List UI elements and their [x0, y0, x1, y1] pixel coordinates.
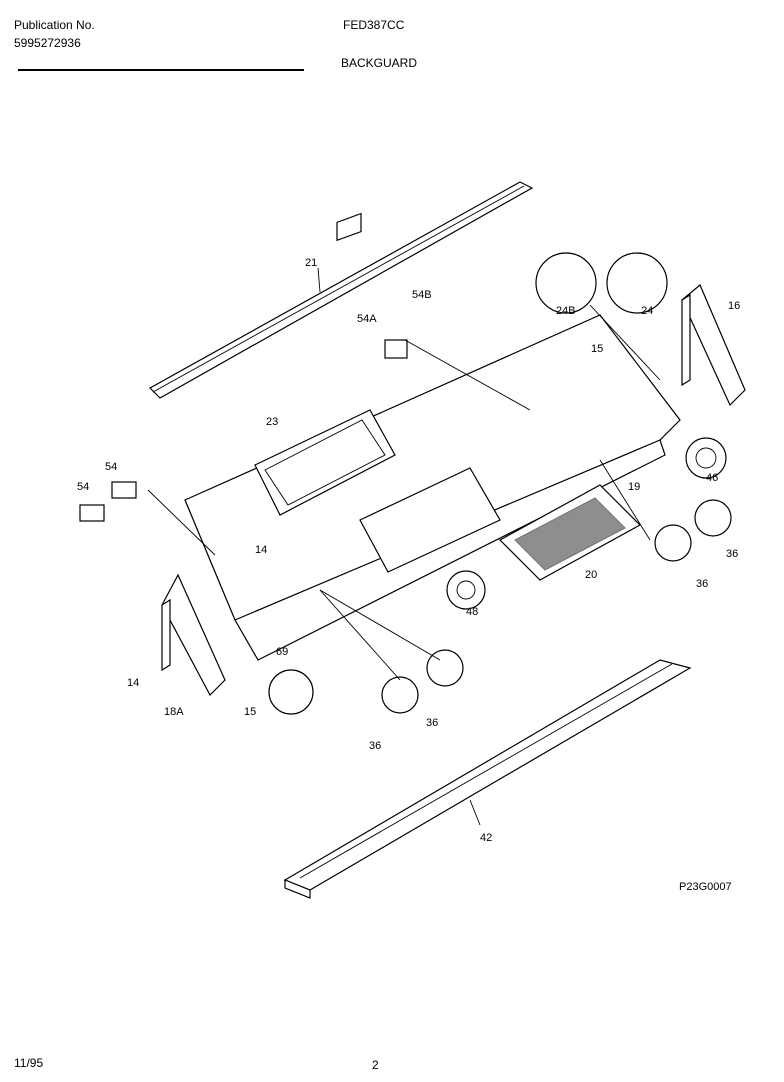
part-labels: 21 54A 54B 23 54 54 14 16 15 24B 24 46 1… [77, 257, 740, 844]
part-label: 36 [426, 717, 438, 729]
part-label: 24B [556, 305, 576, 317]
bottom-trim-part [283, 659, 692, 899]
part-label: 36 [369, 740, 381, 752]
part-label: 21 [305, 257, 317, 269]
side-bracket-left [161, 573, 226, 696]
part-label: 16 [728, 300, 740, 312]
part-label: 36 [726, 548, 738, 560]
clock-control-part [499, 484, 641, 581]
model-number: FED387CC [343, 18, 405, 32]
part-label: 46 [706, 472, 718, 484]
part-label: 54 [77, 481, 89, 493]
knob-parts [268, 252, 732, 715]
part-label: 23 [266, 416, 278, 428]
publication-number: 5995272936 [14, 36, 81, 50]
part-label: 14 [255, 544, 267, 556]
side-bracket-right [681, 284, 746, 407]
header-rule [18, 69, 304, 71]
part-label: 48 [466, 606, 478, 618]
page-number: 2 [372, 1058, 379, 1072]
part-label: 15 [244, 706, 256, 718]
part-label: 24 [641, 305, 653, 317]
part-label: 36 [696, 578, 708, 590]
part-label: 54A [357, 313, 377, 325]
part-label: 54B [412, 289, 432, 301]
part-label: 19 [628, 481, 640, 493]
section-title: BACKGUARD [341, 56, 418, 70]
part-label: 20 [585, 569, 597, 581]
top-trim-part [149, 181, 534, 399]
part-label: 54 [105, 461, 117, 473]
publication-label: Publication No. [14, 18, 95, 32]
leader-lines [147, 267, 661, 826]
part-label: 14 [127, 677, 139, 689]
part-label: 42 [480, 832, 492, 844]
part-label: 69 [276, 646, 288, 658]
figure-code: P23G0007 [679, 881, 732, 893]
footer-date: 11/95 [14, 1056, 44, 1070]
part-label: 18A [164, 706, 184, 718]
part-label: 15 [591, 343, 603, 355]
backguard-panel [184, 314, 681, 661]
switch-parts [79, 212, 408, 522]
